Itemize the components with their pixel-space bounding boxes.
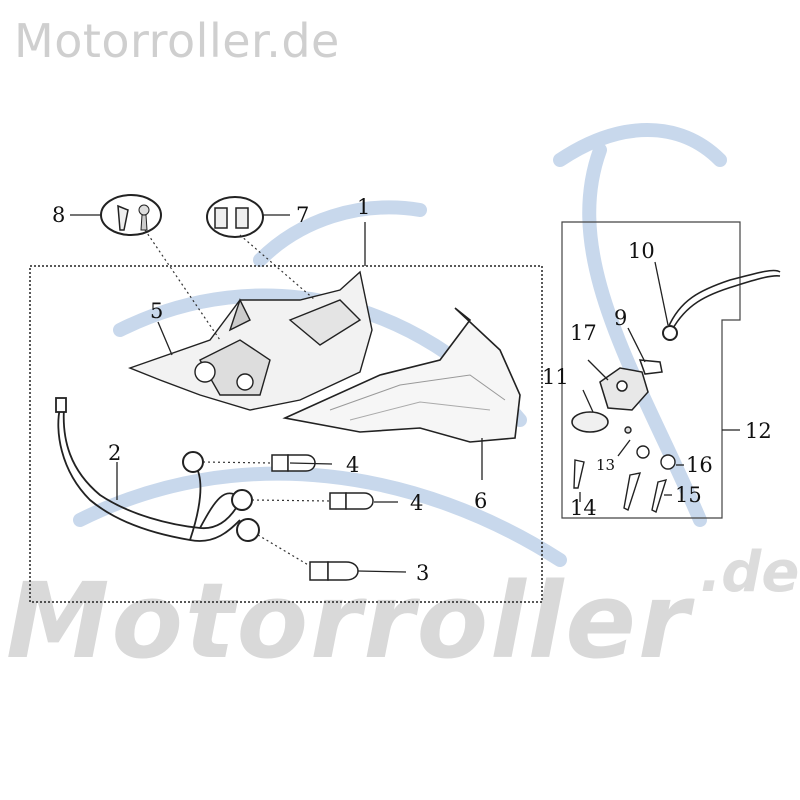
label-part-12: 12 (745, 419, 772, 443)
bulb-lower-part (309, 561, 359, 581)
wiring-harness-part (55, 397, 241, 542)
label-part-6: 6 (474, 489, 487, 513)
bulb-upper-part (271, 454, 316, 472)
label-part-11: 11 (542, 365, 569, 389)
label-part-2: 2 (108, 441, 121, 465)
lamp-housing-part (128, 270, 373, 411)
bulb-middle-part (329, 492, 374, 510)
switch-body-part (599, 359, 663, 411)
label-part-7: 7 (296, 203, 309, 227)
watermark-top: Motorroller.de (14, 14, 340, 68)
grommet-part (662, 325, 678, 341)
watermark-suffix: .de (700, 540, 800, 605)
label-part-4a: 4 (346, 453, 359, 477)
label-part-9: 9 (614, 306, 627, 330)
small-screws-part (573, 426, 676, 513)
clips-part (206, 196, 264, 238)
label-part-10: 10 (628, 239, 655, 263)
label-part-4b: 4 (410, 491, 423, 515)
socket-upper (182, 451, 204, 473)
socket-middle (231, 489, 253, 511)
label-part-8: 8 (52, 203, 65, 227)
label-part-1: 1 (357, 195, 370, 219)
lamp-lens-part (282, 307, 521, 443)
screws-part (100, 194, 162, 236)
label-part-3: 3 (416, 561, 429, 585)
label-part-13: 13 (596, 456, 615, 474)
label-part-15: 15 (675, 483, 702, 507)
label-part-14: 14 (570, 496, 597, 520)
label-part-17: 17 (570, 321, 597, 345)
switch-cable-part (667, 269, 781, 331)
assembly-frame (29, 265, 543, 603)
switch-group-frame (561, 221, 741, 519)
label-part-5: 5 (150, 299, 163, 323)
switch-cover-part (571, 411, 609, 433)
socket-lower (236, 518, 260, 542)
label-part-16: 16 (686, 453, 713, 477)
